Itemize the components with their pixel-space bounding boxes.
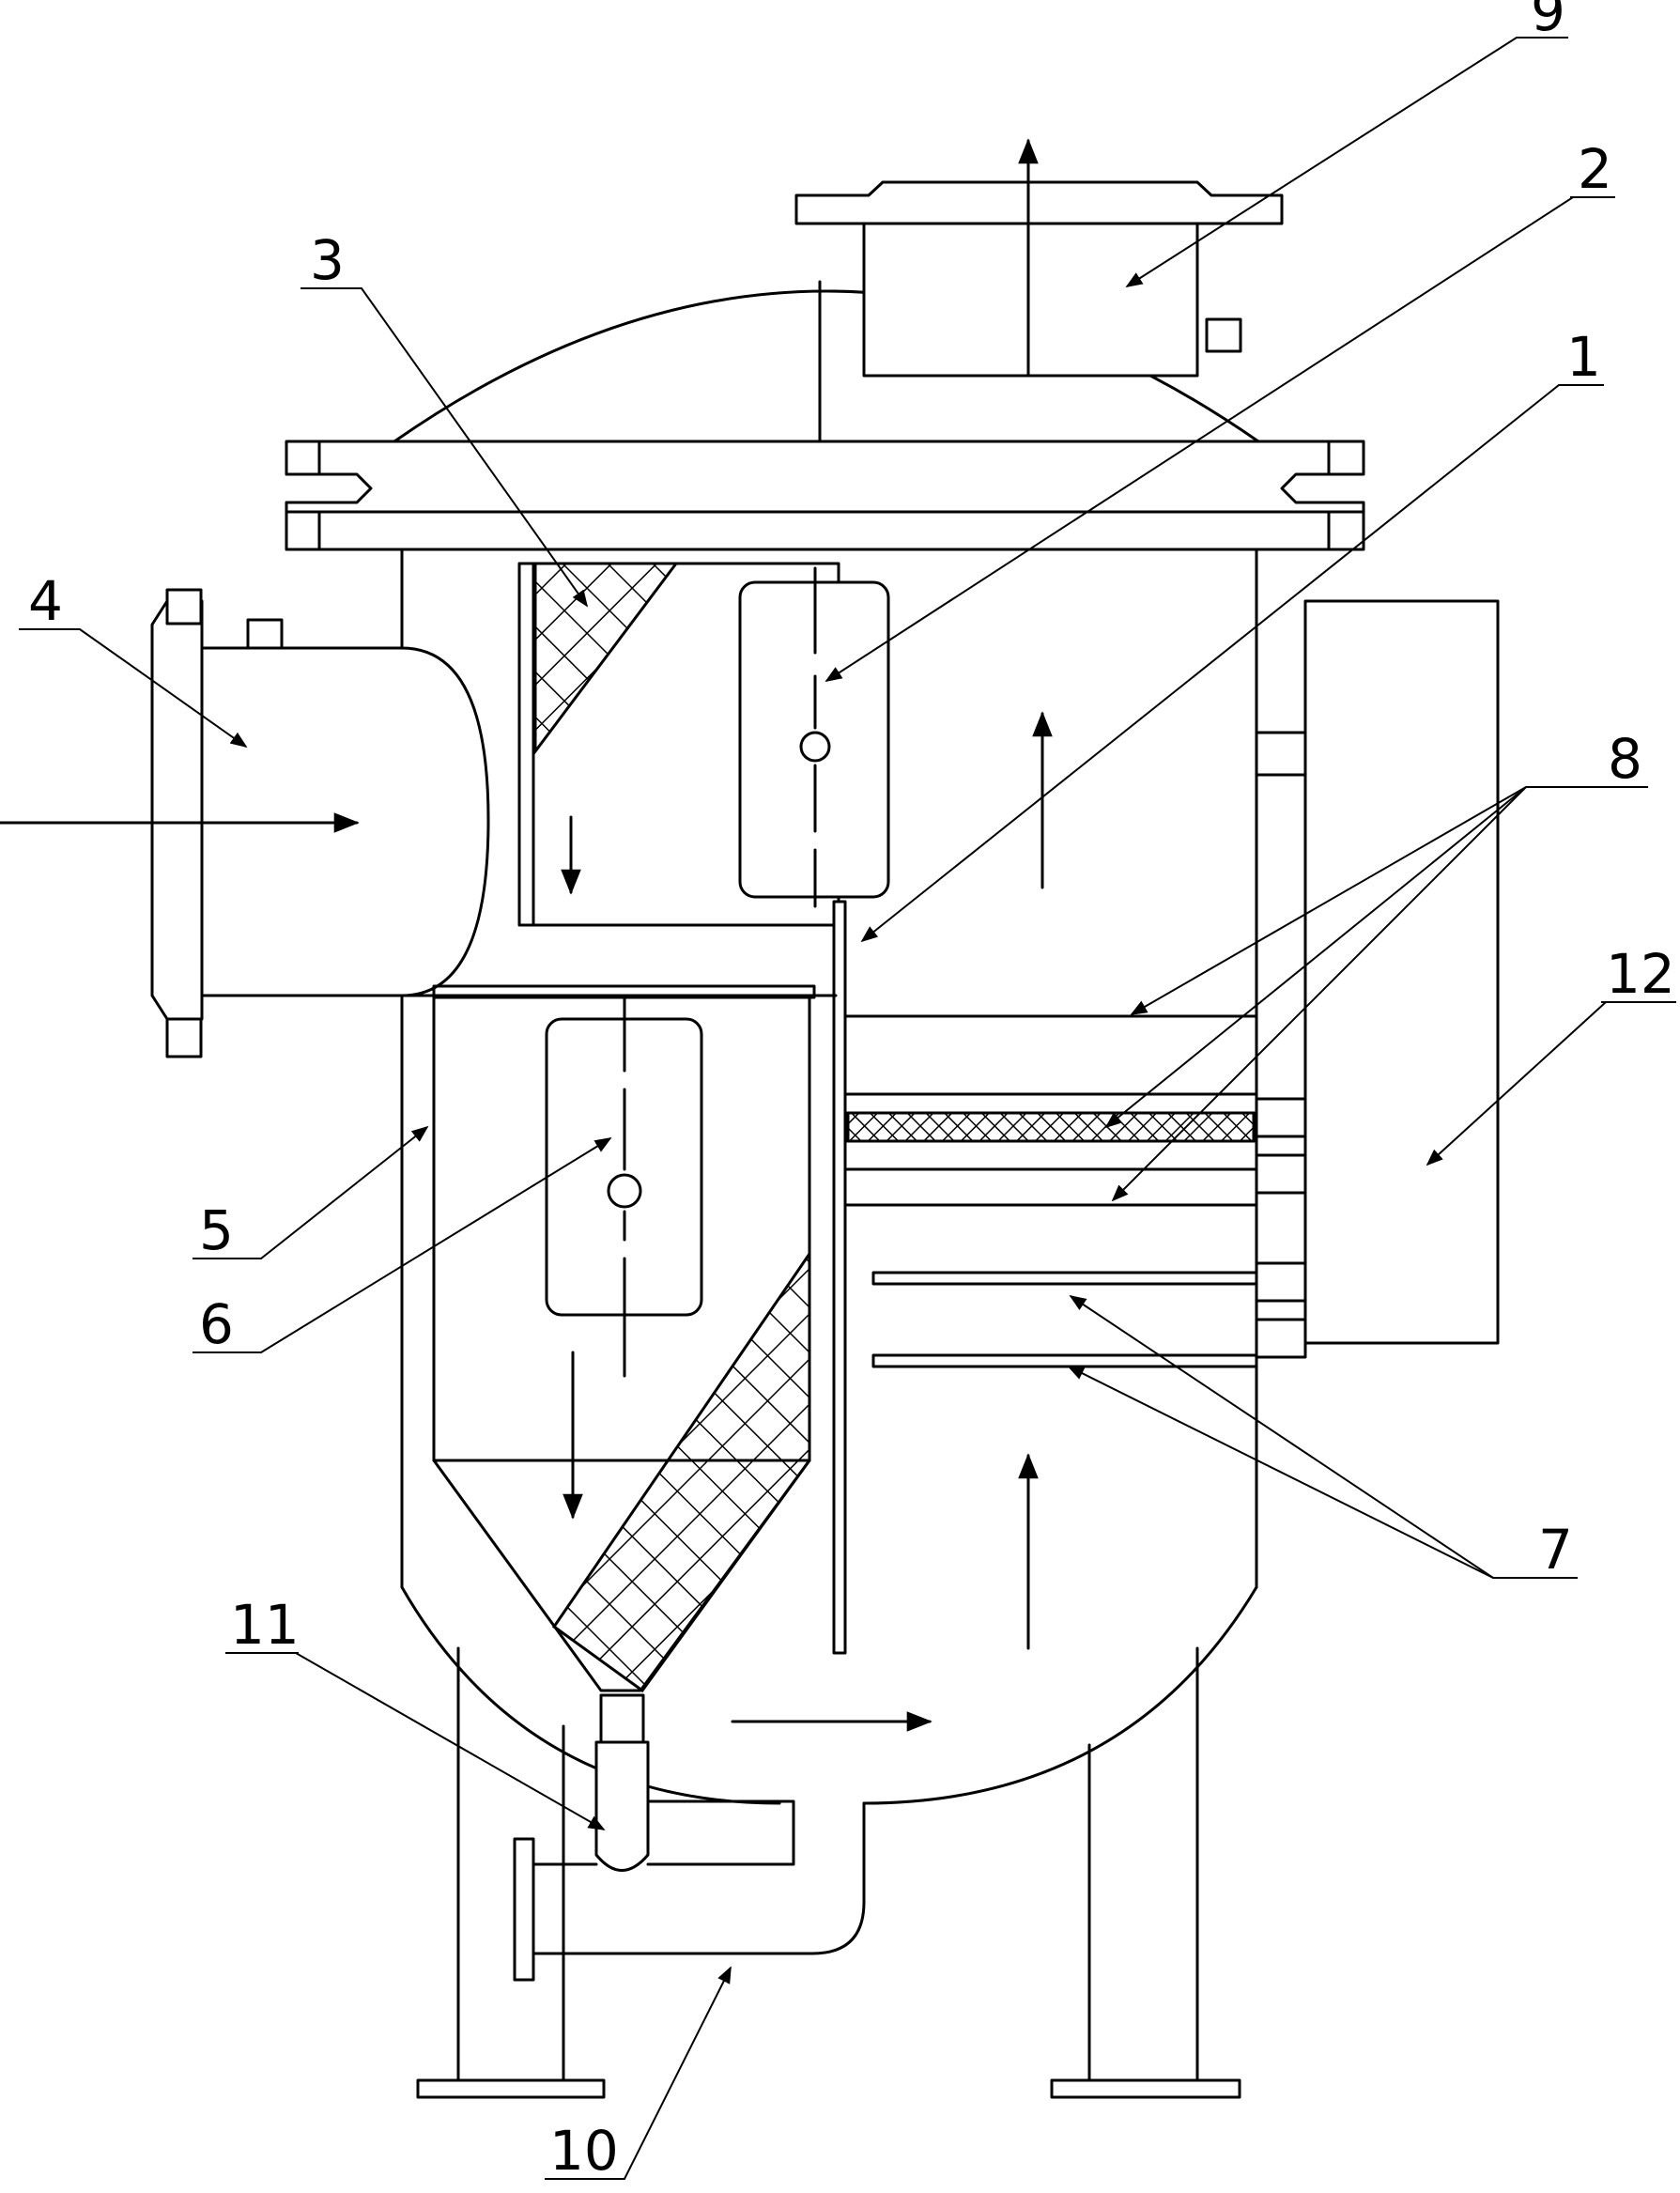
inlet-nozzle — [0, 588, 490, 1058]
label-3: 3 — [310, 228, 345, 292]
sludge-drain-valve — [594, 1693, 932, 1872]
support-legs — [416, 1646, 1241, 2099]
label-1: 1 — [1566, 325, 1601, 389]
label-5: 5 — [199, 1198, 234, 1262]
label-8: 8 — [1608, 727, 1642, 791]
label-11: 11 — [230, 1593, 300, 1657]
upper-electrode-unit — [738, 566, 890, 908]
outlet-nozzle — [794, 138, 1284, 378]
label-12: 12 — [1606, 942, 1675, 1006]
label-6: 6 — [199, 1292, 234, 1356]
part-labels: 9 2 1 3 4 8 12 5 6 7 11 10 — [19, 0, 1676, 2183]
right-chamber — [843, 711, 1258, 1650]
lower-filter-basket — [400, 984, 838, 1693]
label-9: 9 — [1531, 0, 1565, 43]
main-shell — [400, 548, 1258, 1805]
label-2: 2 — [1578, 137, 1612, 201]
lower-electrode-unit — [545, 994, 703, 1378]
label-7: 7 — [1538, 1518, 1573, 1582]
label-10: 10 — [549, 2119, 619, 2183]
body-flange — [285, 440, 1365, 551]
label-4: 4 — [28, 569, 63, 633]
discharge-pipe — [513, 1801, 866, 1982]
side-unit — [1255, 599, 1500, 1359]
partition-plate — [832, 900, 847, 1655]
